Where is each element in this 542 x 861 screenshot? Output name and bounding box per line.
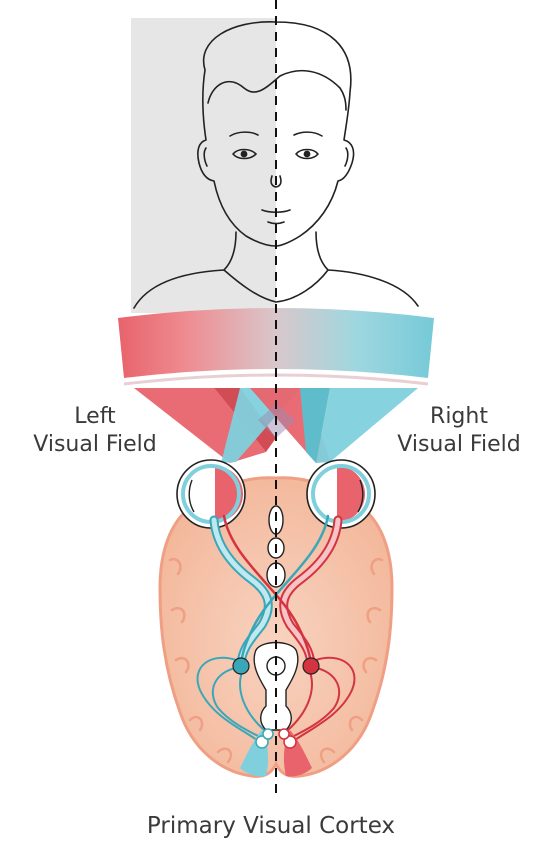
- right-visual-field-label-line1: Right: [384, 403, 534, 431]
- primary-visual-cortex-label: Primary Visual Cortex: [0, 812, 542, 840]
- right-pupil: [304, 151, 309, 156]
- right-ear: [345, 148, 348, 166]
- right-visual-field-label: Right Visual Field: [384, 403, 534, 459]
- left-visual-field-label-line2: Visual Field: [10, 431, 180, 459]
- left-pupil: [241, 151, 246, 156]
- right-eyebrow: [294, 132, 322, 136]
- right-visual-field-label-line2: Visual Field: [384, 431, 534, 459]
- right-lgn: [303, 658, 319, 674]
- left-visual-field-label: Left Visual Field: [10, 403, 180, 459]
- left-lgn: [233, 658, 249, 674]
- left-visual-field-label-line1: Left: [10, 403, 180, 431]
- neck-right: [316, 232, 328, 270]
